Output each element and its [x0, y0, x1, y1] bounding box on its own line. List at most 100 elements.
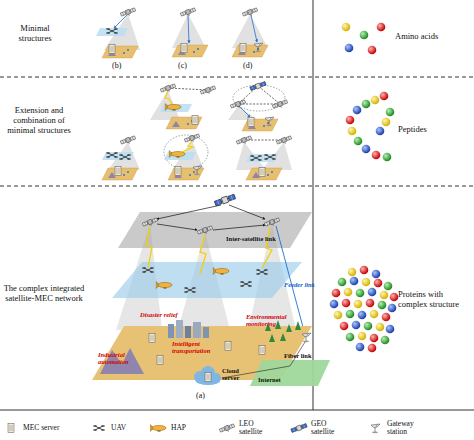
integrated-network-part — [146, 227, 152, 268]
protein-cluster-part — [348, 268, 357, 277]
combined-structures-part — [264, 154, 276, 159]
node-text: Proteins with complex structure — [398, 290, 468, 310]
legend-text: HAP — [171, 424, 186, 432]
analogy-label: Amino acids — [395, 32, 470, 42]
protein-cluster-part — [330, 300, 339, 309]
combined-structures — [102, 81, 292, 180]
cloud-icon — [194, 366, 221, 385]
peptide-chain-part — [346, 116, 355, 125]
protein-cluster-part — [358, 332, 367, 341]
integrated-network — [92, 194, 330, 386]
protein-cluster-part — [352, 321, 361, 330]
integrated-network-part — [193, 322, 201, 338]
protein-cluster-part — [386, 325, 395, 334]
protein-cluster-part — [380, 291, 389, 300]
integrated-network-part — [184, 287, 196, 292]
integrated-network-part — [295, 321, 301, 330]
combined-structures-part — [233, 85, 285, 111]
protein-cluster-part — [374, 279, 383, 288]
amino-acids-part — [345, 44, 354, 53]
protein-cluster-part — [350, 277, 359, 286]
legend-icon — [150, 421, 168, 435]
integrated-network-part — [203, 327, 209, 338]
combined-structures-part — [119, 154, 131, 159]
protein-cluster-part — [332, 289, 341, 298]
legend-icon-shape — [93, 425, 105, 430]
protein-cluster-part — [372, 270, 381, 279]
integrated-network-part — [225, 342, 231, 351]
row-heading: Minimal structures — [4, 24, 66, 44]
integrated-network-part — [229, 205, 265, 219]
protein-cluster-part — [340, 322, 349, 331]
integrated-network-part — [157, 205, 221, 219]
peptide-chain-part — [386, 108, 395, 117]
protein-cluster-part — [370, 310, 379, 319]
integrated-network-part — [280, 333, 286, 341]
minimal-structure-b-part — [106, 28, 118, 33]
peptide-chain-part — [372, 151, 381, 160]
combined-structures-part — [175, 167, 181, 176]
peptide-chain-part — [354, 137, 363, 146]
legend-icon-shape — [291, 423, 308, 433]
minimal-structure-b-part — [102, 46, 138, 58]
combined-structures-part — [200, 85, 216, 96]
combined-structures-part — [182, 141, 193, 152]
integrated-network-part — [302, 333, 311, 342]
subfigure-label: (c) — [178, 62, 187, 71]
combined-structures-part — [120, 135, 136, 146]
integrated-network-part — [286, 324, 292, 332]
protein-cluster-part — [346, 310, 355, 319]
minimal-structure-c-part — [172, 45, 208, 57]
link-label: Fiber link — [284, 352, 312, 359]
legend-icon-shape — [150, 425, 166, 432]
protein-cluster-part — [342, 299, 351, 308]
minimal-structure-d-part — [232, 45, 268, 57]
minimal-structure-b — [96, 7, 140, 58]
protein-cluster-part — [334, 311, 343, 320]
protein-cluster-part — [364, 322, 373, 331]
combined-structures-part — [106, 152, 118, 157]
combined-structures-part — [248, 118, 254, 127]
legend-icon — [290, 421, 308, 435]
minimal-structure-c-part — [188, 15, 189, 43]
legend-text: UAV — [111, 424, 126, 432]
protein-cluster-part — [376, 323, 385, 332]
panel-separators-part — [0, 186, 474, 187]
legend-item: UAV — [90, 418, 126, 438]
combined-structures-part — [242, 119, 278, 131]
peptide-chain — [346, 92, 395, 162]
amino-acids — [342, 23, 386, 55]
legend-icon — [218, 421, 236, 435]
integrated-network-part — [262, 227, 272, 268]
combined-structures-part — [276, 135, 292, 146]
minimal-structure-d-part — [251, 15, 257, 42]
combined-structures-part — [160, 83, 176, 94]
analogy-label: Peptides — [398, 125, 458, 135]
integrated-network-part — [156, 282, 172, 289]
protein-cluster-part — [390, 293, 399, 302]
subfigure-label: (a) — [196, 392, 205, 401]
amino-acids-part — [360, 31, 369, 40]
protein-cluster-part — [382, 313, 391, 322]
legend-icon — [2, 421, 20, 435]
legend-text: LEO satellite — [239, 420, 267, 437]
integrated-network-part — [197, 225, 213, 236]
combined-structures-part — [184, 133, 200, 144]
protein-cluster-part — [344, 288, 353, 297]
protein-cluster-part — [368, 288, 377, 297]
peptide-chain-part — [353, 106, 362, 115]
integrated-network-part — [112, 262, 302, 298]
link-label: Feeder link — [284, 281, 315, 288]
protein-cluster-part — [356, 343, 365, 352]
protein-cluster-part — [338, 278, 347, 287]
protein-cluster-part — [381, 336, 390, 345]
integrated-network-part — [269, 334, 275, 342]
integrated-network-part — [185, 326, 191, 338]
protein-cluster — [330, 266, 399, 353]
combined-structures-part — [230, 99, 246, 110]
legend-text: MEC server — [23, 424, 59, 432]
integrated-network-part — [259, 346, 265, 355]
integrated-network-part — [256, 269, 268, 274]
legend-item: MEC server — [2, 418, 59, 438]
minimal-structure-d-part — [254, 43, 263, 52]
